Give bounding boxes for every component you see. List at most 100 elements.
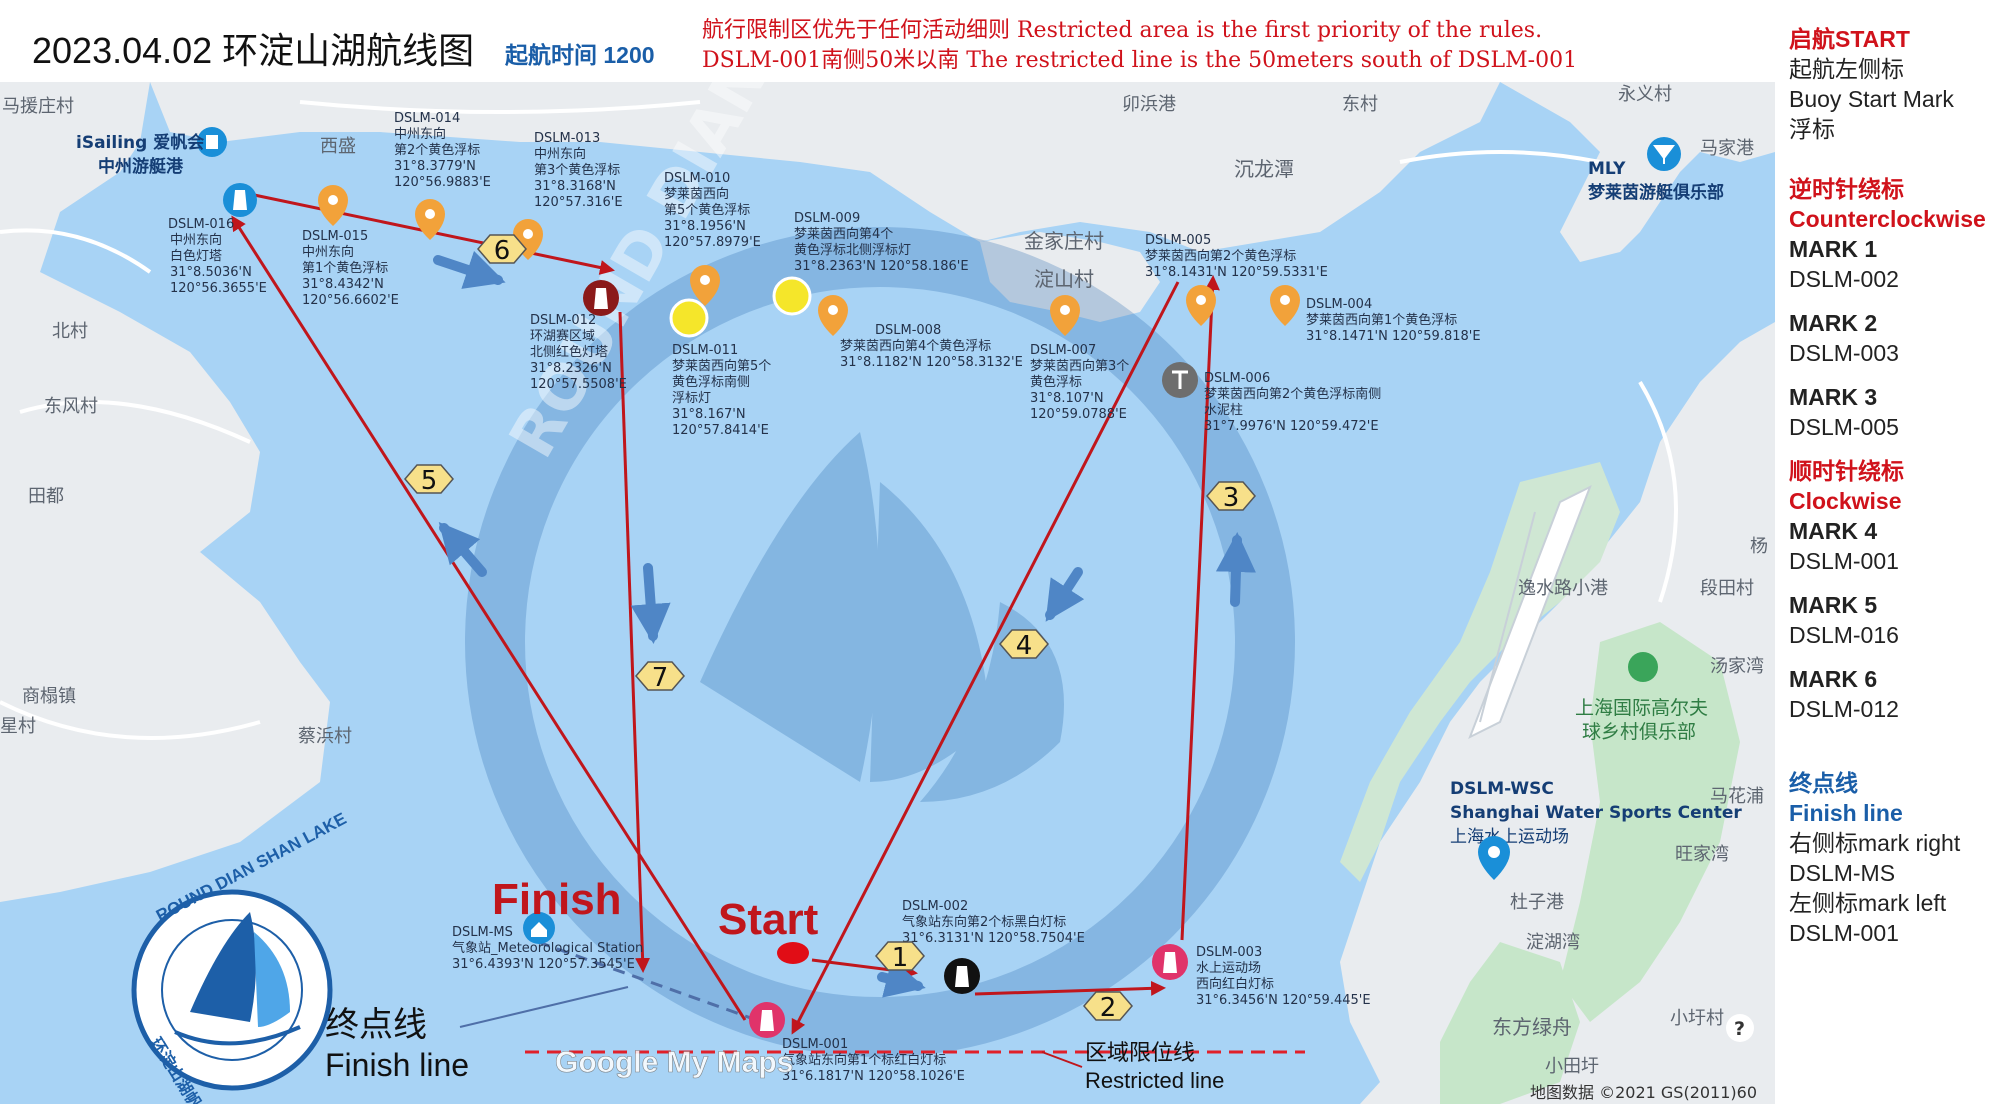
legend-cw-cn: 顺时针绕标 bbox=[1789, 458, 1904, 484]
leg-number-2: 2 bbox=[1083, 991, 1133, 1023]
svg-text:31°8.167'N: 31°8.167'N bbox=[672, 407, 746, 422]
svg-text:31°8.2326'N: 31°8.2326'N bbox=[530, 361, 612, 376]
mark-label-dslm-011: DSLM-011梦莱茵西向第5个黄色浮标南侧浮标灯31°8.167'N120°5… bbox=[672, 343, 771, 438]
route-map[interactable]: ROUND DIAN SHAN LAKE 马援庄村 西盛 北村 东风村 田都 商… bbox=[0, 82, 1775, 1104]
landmark-golf[interactable]: 上海国际高尔夫 球乡村俱乐部 bbox=[1575, 652, 1708, 743]
leg-numbers: 1 2 3 4 5 6 7 bbox=[404, 234, 1256, 1023]
legend-mark-1: MARK 1 bbox=[1789, 236, 1878, 262]
place-label: 沉龙潭 bbox=[1234, 157, 1294, 181]
help-icon[interactable]: ? bbox=[1726, 1014, 1754, 1042]
place-label: 东村 bbox=[1342, 94, 1378, 115]
place-label: 星村 bbox=[0, 716, 36, 737]
buoy-icon bbox=[690, 265, 720, 306]
svg-text:31°6.4393'N 120°57.3545'E: 31°6.4393'N 120°57.3545'E bbox=[452, 957, 635, 972]
home-icon[interactable] bbox=[523, 912, 555, 944]
mark-label-dslm-007: DSLM-007梦莱茵西向第3个黄色浮标31°8.107'N120°59.078… bbox=[1030, 343, 1129, 422]
buoy-icon bbox=[1270, 285, 1300, 326]
svg-text:DSLM-015: DSLM-015 bbox=[302, 229, 368, 244]
place-label: 淀山村 bbox=[1034, 267, 1094, 291]
lighthouse-icon[interactable] bbox=[749, 1002, 785, 1038]
landmark-label: iSailing 爱帆会 bbox=[76, 132, 204, 153]
landmark-mly[interactable]: MLY 梦莱茵游艇俱乐部 bbox=[1588, 137, 1724, 203]
leg-number-5: 5 bbox=[404, 464, 454, 496]
restricted-rule-line-2: DSLM-001南侧50米以南 The restricted line is t… bbox=[702, 48, 1578, 73]
legend-panel: 启航START 起航左侧标 Buoy Start Mark 浮标 逆时针绕标 C… bbox=[1789, 24, 1994, 948]
landmark-label: 上海水上运动场 bbox=[1450, 827, 1569, 847]
mark-label-dslm-012: DSLM-012环湖赛区域北侧红色灯塔31°8.2326'N120°57.550… bbox=[530, 313, 627, 392]
google-my-maps-logo: Google My Maps bbox=[555, 1046, 793, 1079]
finish-line-en-label: Finish line bbox=[325, 1047, 469, 1083]
runway bbox=[1468, 484, 1592, 740]
svg-text:梦莱茵西向: 梦莱茵西向 bbox=[664, 186, 729, 202]
lighthouse-icon[interactable] bbox=[223, 183, 257, 217]
legend-finish-left-id: DSLM-001 bbox=[1789, 920, 1899, 946]
svg-text:120°57.316'E: 120°57.316'E bbox=[534, 195, 623, 210]
leg-number-3: 3 bbox=[1206, 481, 1256, 513]
tower-icon[interactable] bbox=[1162, 362, 1198, 398]
svg-text:气象站东向第2个标黑白灯标: 气象站东向第2个标黑白灯标 bbox=[902, 914, 1066, 930]
svg-text:120°59.0788'E: 120°59.0788'E bbox=[1030, 407, 1127, 422]
svg-text:水上运动场: 水上运动场 bbox=[1196, 961, 1261, 976]
svg-text:3: 3 bbox=[1223, 483, 1240, 513]
restricted-rule-line-1: 航行限制区优先于任何活动细则 Restricted area is the fi… bbox=[702, 18, 1543, 43]
place-label: 蔡浜村 bbox=[298, 726, 352, 747]
svg-text:黄色浮标南侧: 黄色浮标南侧 bbox=[672, 374, 750, 390]
legend-mark-6-id: DSLM-012 bbox=[1789, 696, 1899, 722]
landmark-label: 上海国际高尔夫 bbox=[1575, 697, 1708, 719]
svg-text:水泥柱: 水泥柱 bbox=[1204, 403, 1243, 418]
park-green bbox=[1560, 622, 1740, 1022]
buoy-icon bbox=[318, 185, 348, 226]
svg-text:DSLM-003: DSLM-003 bbox=[1196, 945, 1262, 960]
svg-text:浮标灯: 浮标灯 bbox=[672, 391, 711, 406]
legend-mark-1-id: DSLM-002 bbox=[1789, 266, 1899, 292]
place-label: 马家港 bbox=[1700, 138, 1754, 159]
finish-pointer bbox=[459, 986, 629, 1028]
svg-text:31°8.1956'N: 31°8.1956'N bbox=[664, 219, 746, 234]
svg-text:DSLM-009: DSLM-009 bbox=[794, 211, 860, 226]
svg-text:1: 1 bbox=[892, 943, 909, 973]
legend-finish-left: 左侧标mark left bbox=[1789, 890, 1947, 916]
svg-text:梦莱茵西向第4个: 梦莱茵西向第4个 bbox=[794, 226, 893, 242]
svg-text:6: 6 bbox=[494, 236, 511, 266]
buoy-light-icon bbox=[772, 276, 812, 316]
svg-text:120°56.3655'E: 120°56.3655'E bbox=[170, 281, 267, 296]
svg-text:中州东向: 中州东向 bbox=[394, 126, 446, 142]
svg-text:DSLM-006: DSLM-006 bbox=[1204, 371, 1270, 386]
buoy-icon bbox=[1050, 295, 1080, 336]
svg-text:梦莱茵西向第5个: 梦莱茵西向第5个 bbox=[672, 358, 771, 374]
place-label: 金家庄村 bbox=[1024, 229, 1104, 253]
place-label: 东方绿舟 bbox=[1492, 1015, 1572, 1039]
landmark-label: 梦莱茵游艇俱乐部 bbox=[1588, 182, 1724, 203]
place-label: 马援庄村 bbox=[2, 96, 74, 117]
landmark-wsc[interactable]: DSLM-WSC Shanghai Water Sports Center 上海… bbox=[1450, 779, 1742, 880]
lighthouse-icon[interactable] bbox=[583, 280, 619, 316]
start-buoy[interactable] bbox=[777, 942, 809, 964]
svg-text:31°8.3168'N: 31°8.3168'N bbox=[534, 179, 616, 194]
svg-text:2: 2 bbox=[1100, 993, 1117, 1023]
legend-mark-3: MARK 3 bbox=[1789, 384, 1878, 410]
land-west bbox=[0, 82, 260, 722]
svg-text:DSLM-013: DSLM-013 bbox=[534, 131, 600, 146]
landmark-isailing[interactable]: iSailing 爱帆会 中州游艇港 bbox=[76, 127, 227, 177]
svg-text:31°8.1431'N 120°59.5331'E: 31°8.1431'N 120°59.5331'E bbox=[1145, 265, 1328, 280]
svg-text:第5个黄色浮标: 第5个黄色浮标 bbox=[664, 202, 750, 218]
svg-text:梦莱茵西向第1个黄色浮标: 梦莱茵西向第1个黄色浮标 bbox=[1306, 312, 1457, 328]
legend-mark-2: MARK 2 bbox=[1789, 310, 1878, 336]
svg-text:气象站东向第1个标红白灯标: 气象站东向第1个标红白灯标 bbox=[782, 1052, 946, 1068]
lighthouse-icon[interactable] bbox=[1152, 944, 1188, 980]
svg-text:?: ? bbox=[1734, 1018, 1745, 1040]
lighthouse-icon[interactable] bbox=[944, 958, 980, 994]
svg-text:第1个黄色浮标: 第1个黄色浮标 bbox=[302, 260, 388, 276]
buoy-light-icon bbox=[669, 298, 709, 338]
place-label: 东风村 bbox=[44, 396, 98, 417]
land-north bbox=[150, 82, 1500, 252]
place-label: 旺家湾 bbox=[1675, 844, 1729, 865]
svg-text:中州东向: 中州东向 bbox=[534, 146, 586, 162]
svg-text:120°56.6602'E: 120°56.6602'E bbox=[302, 293, 399, 308]
land-southwest bbox=[0, 552, 330, 902]
